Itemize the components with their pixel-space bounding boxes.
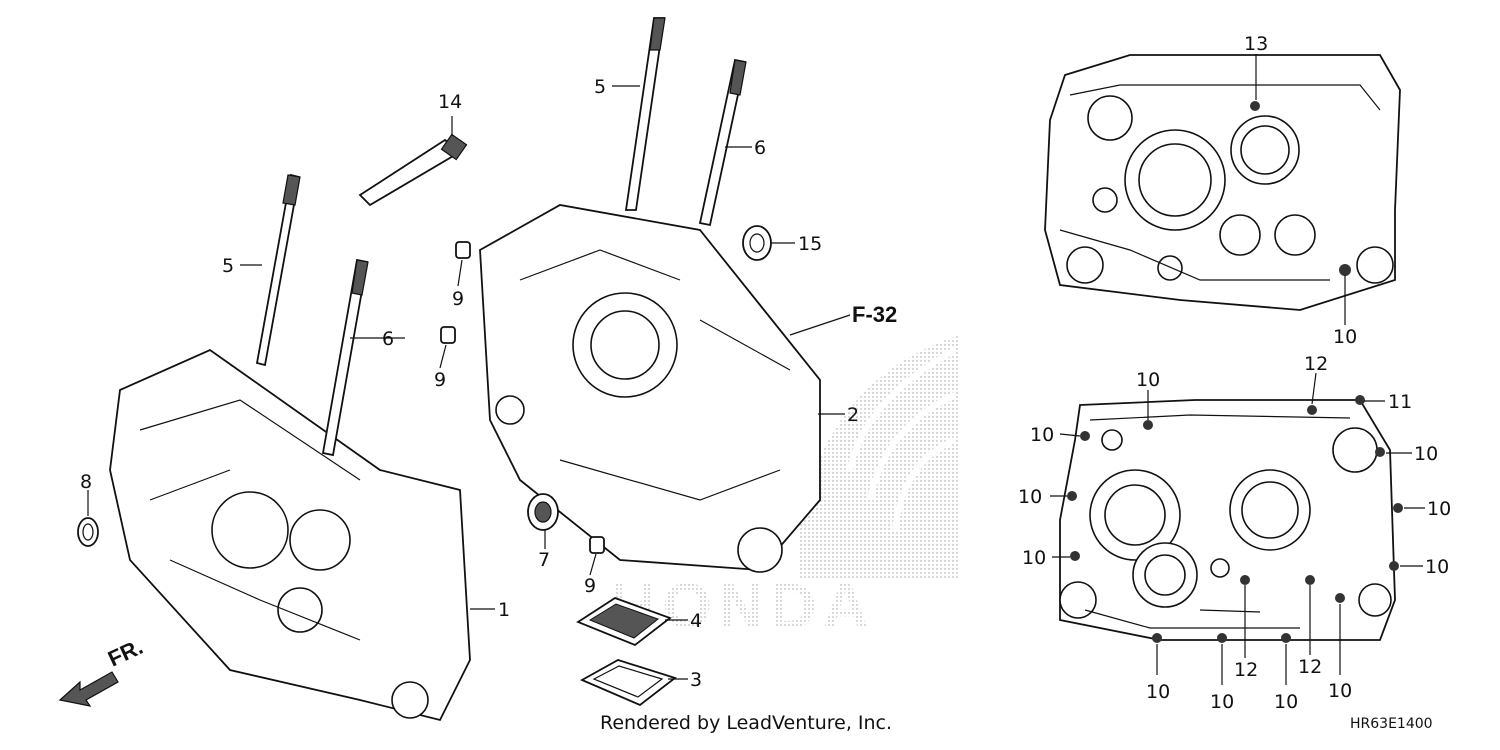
callout-bottom-12-a: 12 xyxy=(1304,353,1328,375)
callout-bottom-10-i: 10 xyxy=(1210,691,1234,713)
callout-ref-f32: F-32 xyxy=(852,302,897,327)
crankcase-face-bottom xyxy=(1059,395,1403,643)
callout-bottom-10-e: 10 xyxy=(1427,498,1451,520)
callout-top-13: 13 xyxy=(1244,33,1268,55)
callout-bottom-10-g: 10 xyxy=(1425,556,1449,578)
dowel-pin-9b xyxy=(440,326,456,344)
strainer-4 xyxy=(576,597,672,647)
front-arrow-label: FR. xyxy=(104,634,147,672)
callout-crankcase-2: 2 xyxy=(847,404,859,426)
callout-bottom-12-b: 12 xyxy=(1234,659,1258,681)
callout-crankcase-1: 1 xyxy=(498,599,510,621)
crankcase-left-half xyxy=(109,348,471,722)
callout-left-stud-5: 5 xyxy=(222,255,234,277)
callout-top-10: 10 xyxy=(1333,326,1357,348)
flange-bolt-14 xyxy=(358,133,468,207)
callout-bearing-7: 7 xyxy=(538,549,550,571)
stud-bolt-left-6 xyxy=(321,258,369,457)
callout-bottom-10-h: 10 xyxy=(1146,681,1170,703)
front-direction-arrow xyxy=(58,671,119,707)
crankcase-right-half xyxy=(479,204,821,573)
callout-gasket-3: 3 xyxy=(690,669,702,691)
stud-bolt-mid-6 xyxy=(698,58,747,227)
callout-bottom-10-j: 10 xyxy=(1274,691,1298,713)
callout-bottom-10-d: 10 xyxy=(1018,486,1042,508)
stud-bolt-left-5 xyxy=(255,173,301,367)
callout-bottom-11: 11 xyxy=(1388,391,1412,413)
credit-text: Rendered by LeadVenture, Inc. xyxy=(600,712,893,734)
callout-bottom-10-a: 10 xyxy=(1136,369,1160,391)
callout-gasket-4: 4 xyxy=(690,610,702,632)
honda-wing-watermark xyxy=(800,335,960,580)
callout-washer-8: 8 xyxy=(80,471,92,493)
callout-mid-stud-6: 6 xyxy=(754,137,766,159)
crankcase-face-top xyxy=(1044,54,1401,311)
callout-seal-15: 15 xyxy=(798,233,822,255)
diagram-code: HR63E1400 xyxy=(1350,716,1433,732)
callout-bottom-10-f: 10 xyxy=(1022,547,1046,569)
bearing-7 xyxy=(527,493,559,531)
callout-dowel-9c: 9 xyxy=(584,575,596,597)
callout-bottom-12-c: 12 xyxy=(1298,656,1322,678)
callout-left-stud-6: 6 xyxy=(382,328,394,350)
callout-mid-stud-5: 5 xyxy=(594,76,606,98)
oil-seal-15 xyxy=(742,225,772,261)
callout-bottom-10-b: 10 xyxy=(1030,424,1054,446)
dowel-pin-9c xyxy=(589,536,605,554)
dowel-pin-9a xyxy=(455,241,471,259)
leader-lines xyxy=(87,54,1425,685)
callout-bottom-10-k: 10 xyxy=(1328,680,1352,702)
callout-dowel-9a: 9 xyxy=(452,288,464,310)
gasket-3 xyxy=(579,659,677,707)
washer-8 xyxy=(77,517,99,547)
stud-bolt-mid-5 xyxy=(624,17,666,211)
callout-dowel-9b: 9 xyxy=(434,369,446,391)
callout-bolt-14: 14 xyxy=(438,91,462,113)
callout-bottom-10-c: 10 xyxy=(1414,443,1438,465)
